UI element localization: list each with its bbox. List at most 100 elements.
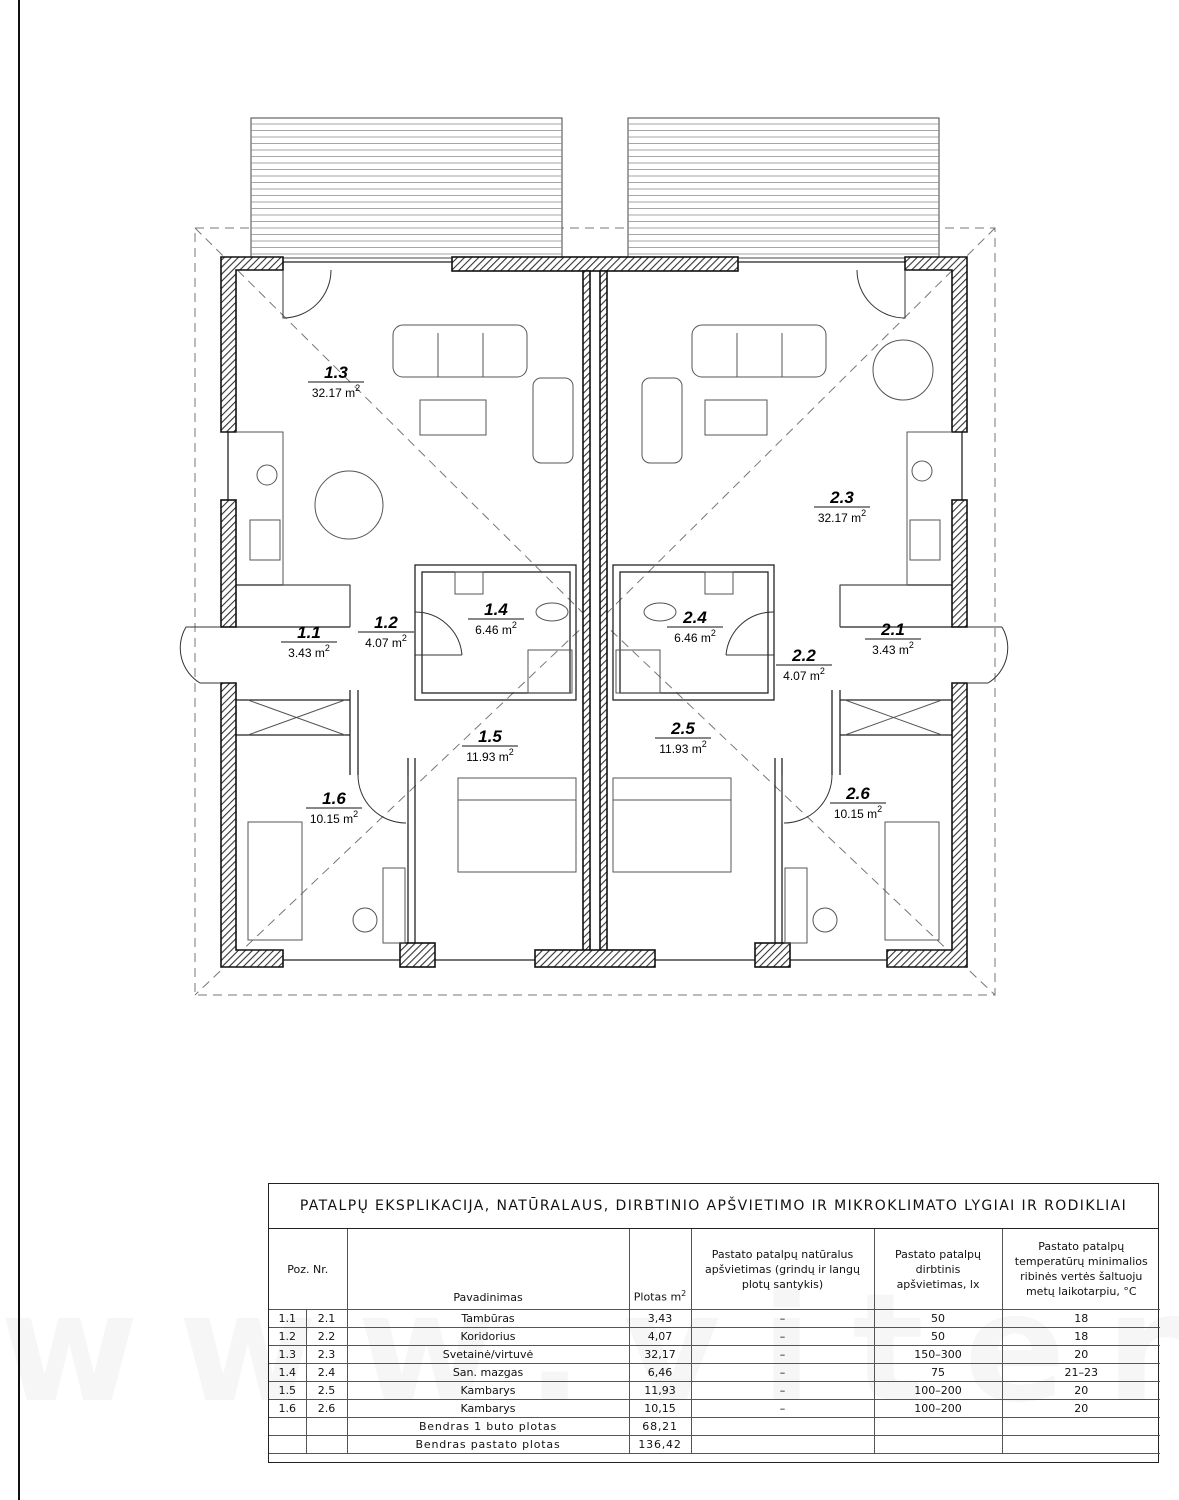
cell-name: Koridorius xyxy=(346,1327,630,1346)
room-number: 2.2 xyxy=(791,646,816,665)
total-building-row: Bendras pastato plotas 136,42 xyxy=(269,1435,1161,1454)
room-area: 10.15 m2 xyxy=(310,809,358,826)
cell-p1: 1.1 xyxy=(269,1309,307,1328)
room-area: 3.43 m2 xyxy=(872,640,914,657)
room-label-2-5: 2.511.93 m2 xyxy=(655,719,711,756)
room-label-2-1: 2.13.43 m2 xyxy=(865,620,921,657)
total-building-value: 136,42 xyxy=(628,1435,692,1454)
room-area: 4.07 m2 xyxy=(783,666,825,683)
room-number: 1.1 xyxy=(297,623,321,642)
table-title: PATALPŲ EKSPLIKACIJA, NATŪRALAUS, DIRBTI… xyxy=(269,1184,1158,1229)
room-area: 11.93 m2 xyxy=(466,747,513,764)
cell-area: 32,17 xyxy=(628,1345,692,1364)
room-number: 2.1 xyxy=(880,620,905,639)
room-label-2-2: 2.24.07 m2 xyxy=(776,646,832,683)
furniture xyxy=(236,324,952,944)
cell-area: 11,93 xyxy=(628,1381,692,1400)
terrace-right xyxy=(627,117,940,259)
cell-p1: 1.3 xyxy=(269,1345,307,1364)
cell-temp: 20 xyxy=(1001,1345,1161,1364)
cell-lx: 100–200 xyxy=(873,1381,1003,1400)
cell-p1: 1.5 xyxy=(269,1381,307,1400)
cell-nat: – xyxy=(690,1363,875,1382)
cell-temp: 18 xyxy=(1001,1309,1161,1328)
cell-name: Tambūras xyxy=(346,1309,630,1328)
room-label-1-4: 1.46.46 m2 xyxy=(468,600,524,637)
cell-name: Kambarys xyxy=(346,1381,630,1400)
cell-name: Kambarys xyxy=(346,1399,630,1418)
cell-temp: 21–23 xyxy=(1001,1363,1161,1382)
table-header-row: Poz. Nr. Pavadinimas Plotas m2 Pastato p… xyxy=(269,1229,1161,1310)
total-apartment-value: 68,21 xyxy=(628,1417,692,1436)
room-label-1-3: 1.332.17 m2 xyxy=(308,363,364,400)
cell-p2: 2.1 xyxy=(305,1309,348,1328)
room-area: 6.46 m2 xyxy=(674,628,716,645)
room-label-2-4: 2.46.46 m2 xyxy=(667,608,723,645)
room-label-1-5: 1.511.93 m2 xyxy=(462,727,518,764)
cell-area: 10,15 xyxy=(628,1399,692,1418)
cell-nat: – xyxy=(690,1345,875,1364)
cell-temp: 18 xyxy=(1001,1327,1161,1346)
room-area: 11.93 m2 xyxy=(659,739,706,756)
cell-p1: 1.2 xyxy=(269,1327,307,1346)
cell-temp: 20 xyxy=(1001,1399,1161,1418)
room-area: 4.07 m2 xyxy=(365,633,407,650)
cell-lx: 50 xyxy=(873,1309,1003,1328)
cell-p2: 2.2 xyxy=(305,1327,348,1346)
cell-area: 4,07 xyxy=(628,1327,692,1346)
room-label-1-1: 1.13.43 m2 xyxy=(281,623,337,660)
total-apartment-label: Bendras 1 buto plotas xyxy=(346,1417,630,1436)
cell-p2: 2.5 xyxy=(305,1381,348,1400)
cell-p1: 1.6 xyxy=(269,1399,307,1418)
cell-p2: 2.6 xyxy=(305,1399,348,1418)
cell-lx: 50 xyxy=(873,1327,1003,1346)
cell-area: 6,46 xyxy=(628,1363,692,1382)
header-area: Plotas m2 xyxy=(628,1229,692,1310)
room-label-2-6: 2.610.15 m2 xyxy=(830,784,886,821)
cell-nat: – xyxy=(690,1327,875,1346)
door-swings xyxy=(179,269,1009,824)
cell-p2: 2.3 xyxy=(305,1345,348,1364)
cell-p2: 2.4 xyxy=(305,1363,348,1382)
room-number: 2.3 xyxy=(829,488,854,507)
cell-lx: 150–300 xyxy=(873,1345,1003,1364)
room-area: 3.43 m2 xyxy=(288,643,330,660)
room-area: 10.15 m2 xyxy=(834,804,882,821)
terrace-left xyxy=(250,117,563,259)
room-number: 2.5 xyxy=(670,719,695,738)
cell-nat: – xyxy=(690,1309,875,1328)
room-label-2-3: 2.332.17 m2 xyxy=(814,488,870,525)
cell-lx: 75 xyxy=(873,1363,1003,1382)
roof-outline xyxy=(194,227,996,996)
room-label-1-2: 1.24.07 m2 xyxy=(358,613,414,650)
room-area: 6.46 m2 xyxy=(475,620,517,637)
room-number: 2.6 xyxy=(845,784,870,803)
room-area: 32.17 m2 xyxy=(312,383,360,400)
room-number: 1.2 xyxy=(374,613,398,632)
room-number: 1.6 xyxy=(322,789,346,808)
cell-p1: 1.4 xyxy=(269,1363,307,1382)
room-number: 1.4 xyxy=(484,600,508,619)
cell-temp: 20 xyxy=(1001,1381,1161,1400)
room-number: 2.4 xyxy=(682,608,707,627)
total-apartment-row: Bendras 1 buto plotas 68,21 xyxy=(269,1417,1161,1436)
cell-nat: – xyxy=(690,1381,875,1400)
total-building-label: Bendras pastato plotas xyxy=(346,1435,630,1454)
room-number: 1.5 xyxy=(478,727,502,746)
cell-nat: – xyxy=(690,1399,875,1418)
explication-table: PATALPŲ EKSPLIKACIJA, NATŪRALAUS, DIRBTI… xyxy=(268,1183,1161,1463)
room-area: 32.17 m2 xyxy=(818,508,866,525)
header-position: Poz. Nr. xyxy=(269,1229,348,1310)
exterior-walls xyxy=(220,256,968,968)
cell-name: Svetainė/virtuvė xyxy=(346,1345,630,1364)
header-name: Pavadinimas xyxy=(346,1229,630,1310)
